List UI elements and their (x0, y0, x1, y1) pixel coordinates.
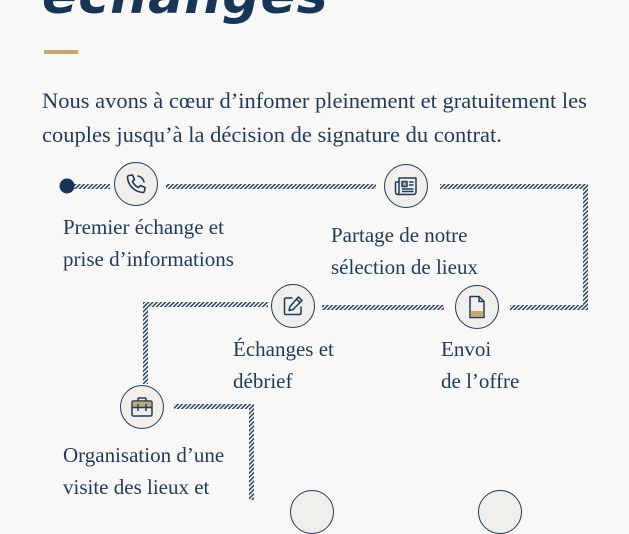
newspaper-icon (394, 177, 417, 196)
step-5-icon-circle (120, 385, 164, 429)
step-2-icon-circle (384, 164, 428, 208)
step-2-label: Partage de notre sélection de lieux (331, 223, 478, 279)
step-1-label: Premier échange et prise d’informations (63, 215, 234, 271)
step-7-icon-circle (478, 490, 522, 534)
briefcase-icon (131, 397, 153, 417)
document-icon (469, 295, 485, 319)
step-4-label: Échanges et débrief (233, 337, 334, 393)
timeline-start-dot (59, 178, 75, 194)
edit-icon (283, 296, 303, 316)
intro-text: Nous avons à cœur d’infomer pleinement e… (42, 88, 587, 147)
phone-icon (126, 174, 146, 194)
heading-underline (44, 50, 78, 54)
section-heading: échanges (42, 0, 329, 26)
timeline-path (59, 178, 588, 500)
step-1-icon-circle (114, 162, 158, 206)
step-6-icon-circle (290, 490, 334, 534)
step-5-label: Organisation d’une visite des lieux et (63, 443, 225, 499)
step-4-icon-circle (271, 284, 315, 328)
step-3-label: Envoi de l’offre (441, 337, 520, 393)
step-3-icon-circle (455, 285, 499, 329)
